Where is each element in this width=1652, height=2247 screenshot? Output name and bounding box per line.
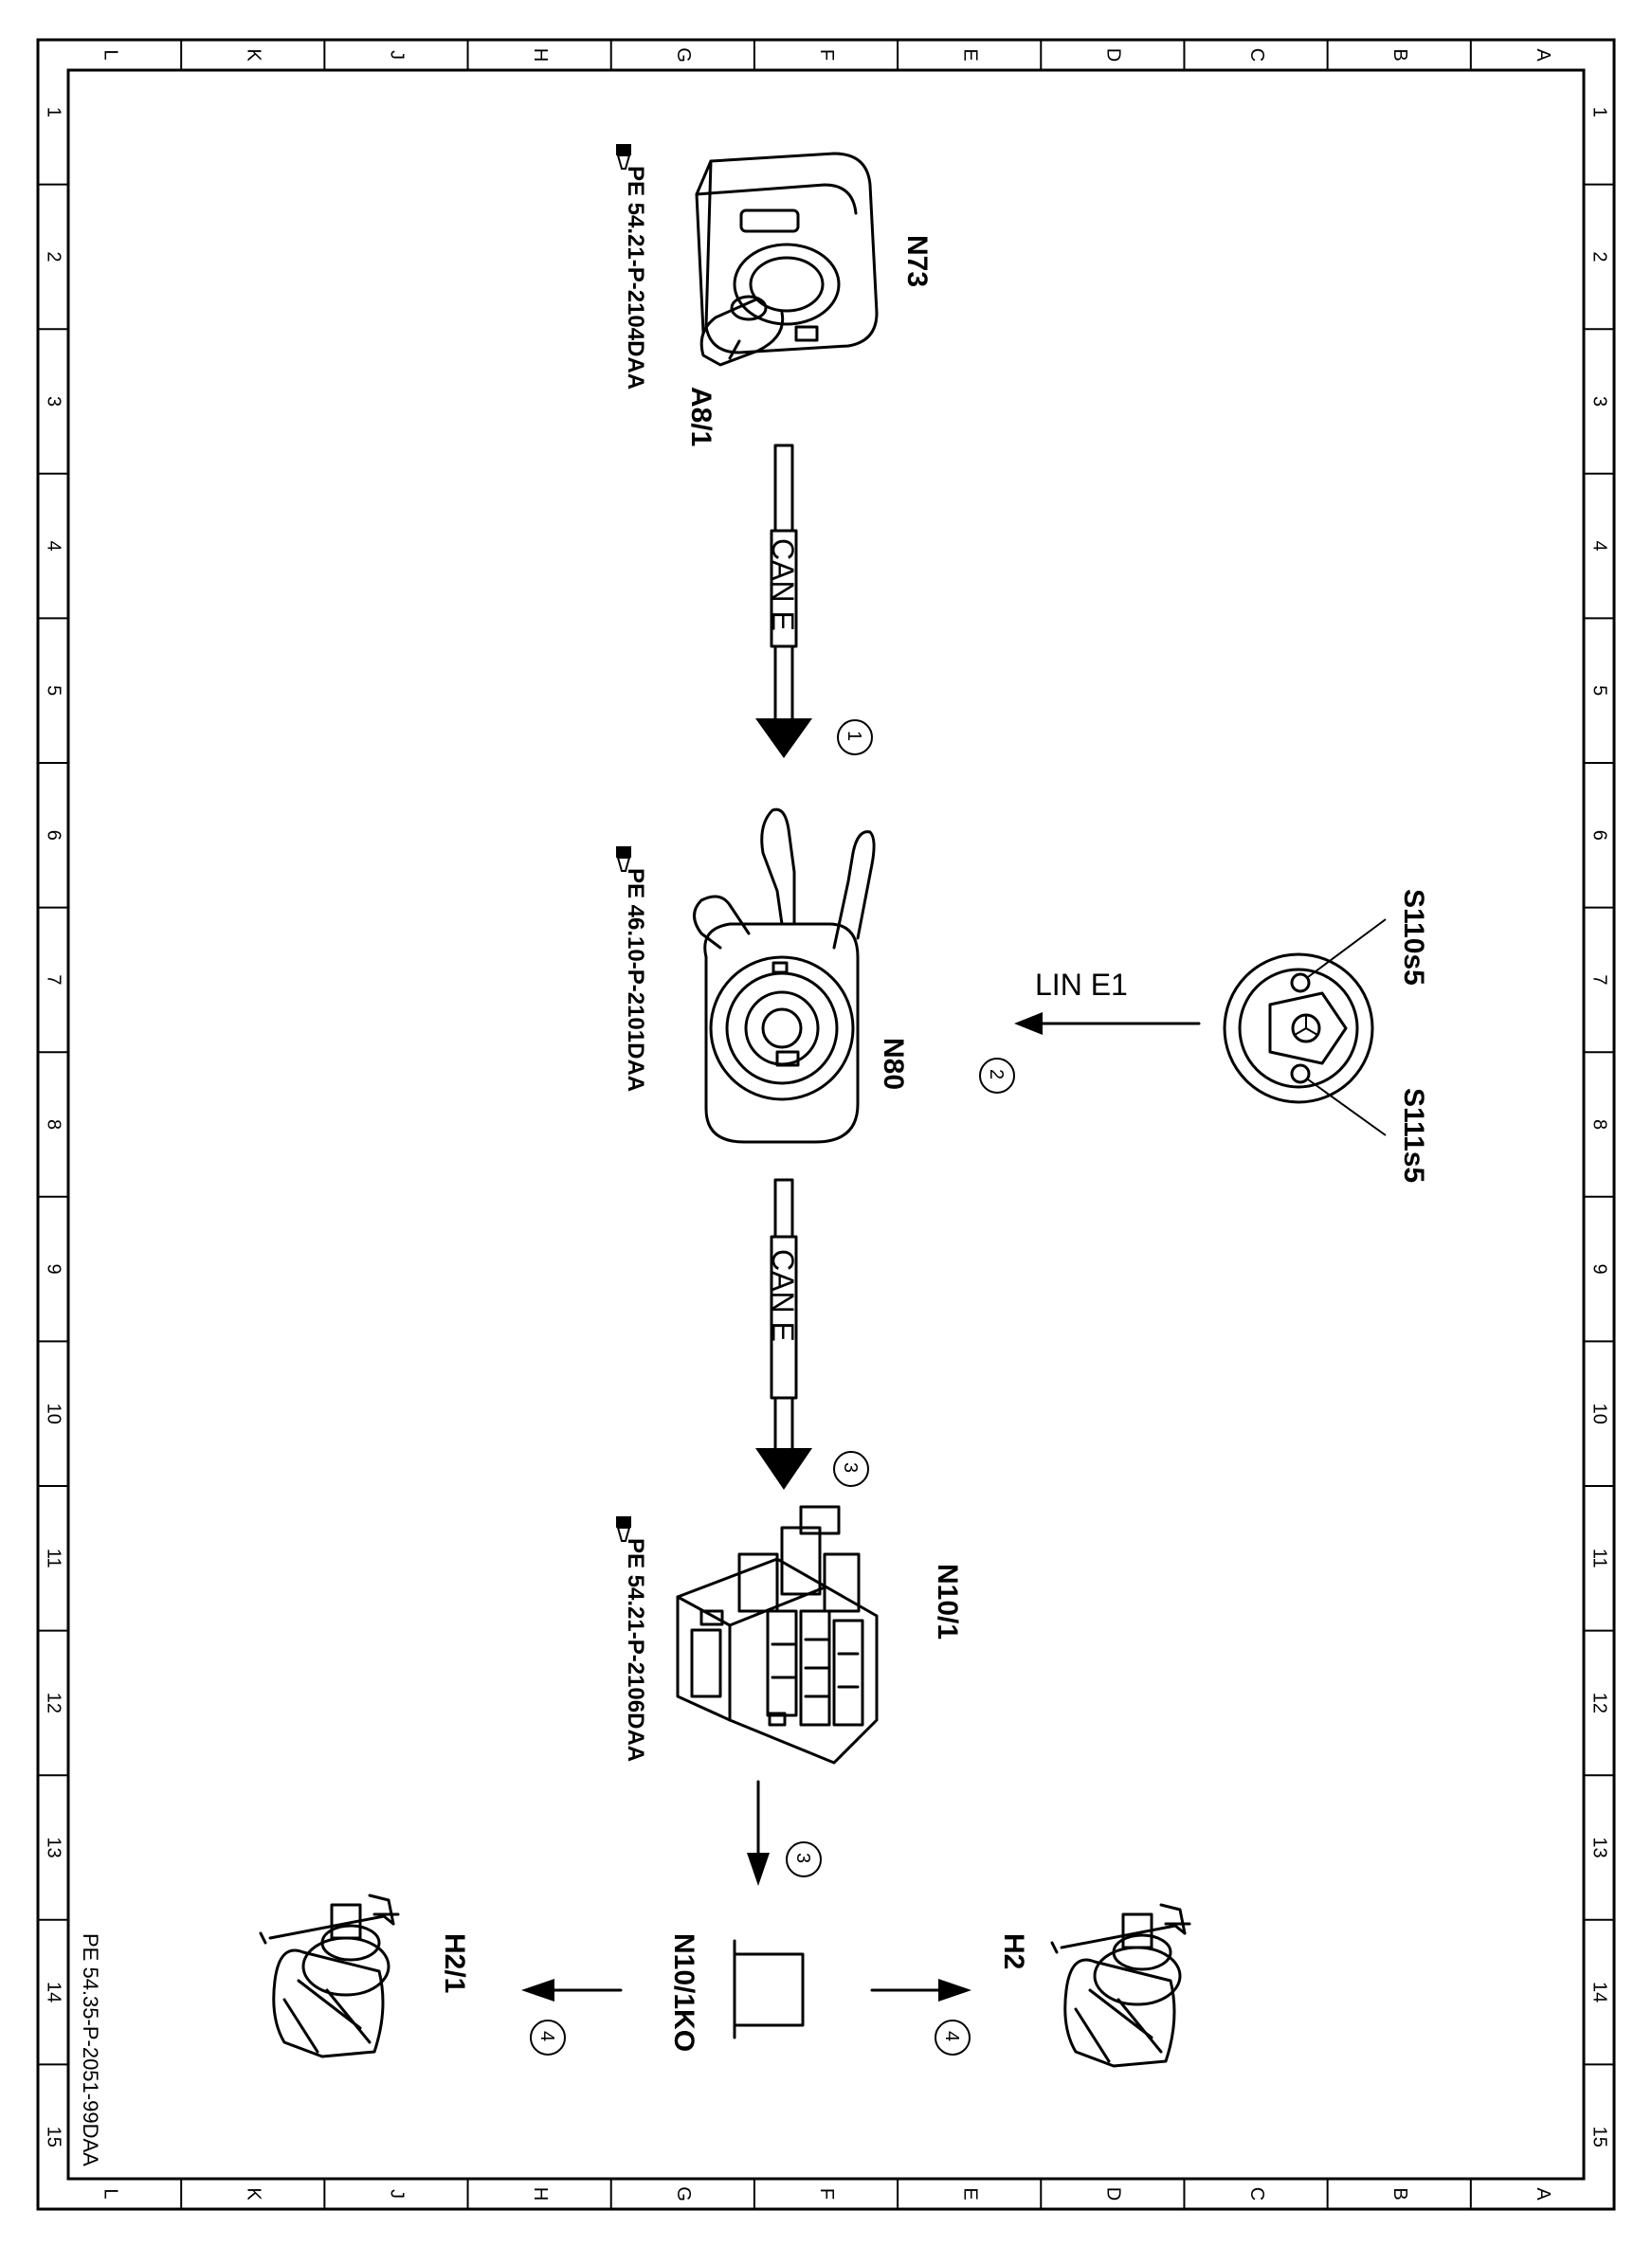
label-h2: H2 [998, 1933, 1029, 1969]
frame-column-label: C [1246, 48, 1267, 62]
frame-column-label: J [387, 50, 408, 60]
step-marker-4b: 4 [530, 2020, 566, 2056]
can-e-bus-arrow-1 [755, 444, 812, 758]
step-marker-1: 1 [837, 719, 873, 755]
reference-icon [616, 1516, 631, 1542]
reference-icon [616, 846, 631, 872]
label-n10-1ko: N10/1KO [668, 1933, 699, 2052]
reference-n10-1: PE 54.21-P-2106DAA [623, 1538, 648, 1762]
svg-text:3: 3 [792, 1853, 813, 1863]
frame-row-label: 3 [44, 396, 64, 407]
frame-row-label: 7 [1589, 974, 1610, 985]
label-s111s5: S111s5 [1398, 1088, 1429, 1183]
reference-n80: PE 46.10-P-2101DAA [623, 868, 648, 1092]
reference-n73: PE 54.21-P-2104DAA [623, 166, 648, 390]
reference-icon [616, 144, 631, 170]
svg-text:2: 2 [986, 1069, 1007, 1079]
steering-column-module-icon [693, 807, 876, 1144]
frame-column-label: K [243, 48, 263, 62]
frame-row-label: 9 [1589, 1264, 1610, 1275]
svg-text:1: 1 [844, 731, 864, 741]
bus-label-can-e-2: CAN E [766, 1249, 800, 1342]
frame-column-label: A [1533, 2187, 1553, 2201]
frame-column-label: D [1103, 2187, 1124, 2201]
label-h2-1: H2/1 [439, 1933, 470, 1993]
frame-column-label: G [673, 47, 694, 63]
frame-row-label: 15 [44, 2127, 64, 2147]
frame-column-label: B [1389, 48, 1410, 61]
frame-row-label: 14 [1589, 1982, 1610, 2002]
frame-row-label: 7 [44, 974, 64, 985]
frame-column-label: E [959, 48, 980, 61]
frame-row-label: 1 [1589, 107, 1610, 118]
frame-column-label: D [1103, 48, 1124, 62]
frame-column-label: E [959, 2187, 980, 2200]
frame-row-label: 3 [1589, 396, 1610, 407]
frame-row-label: 13 [1589, 1837, 1610, 1857]
step-marker-3b: 3 [786, 1841, 822, 1877]
frame-row-label: 12 [44, 1693, 64, 1713]
horn-relay-icon [733, 1939, 805, 2039]
bus-label-can-e-1: CAN E [766, 538, 800, 631]
step-marker-4a: 4 [935, 2020, 971, 2056]
document-code: PE 54.35-P-2051-99DAA [79, 1933, 102, 2166]
frame-row-label: 10 [44, 1404, 64, 1424]
frame-column-label: F [816, 49, 837, 61]
frame-row-label: 2 [1589, 251, 1610, 262]
frame-row-label: 8 [44, 1119, 64, 1130]
frame-row-label: 9 [44, 1264, 64, 1275]
frame-column-label: H [530, 48, 551, 62]
label-n80: N80 [878, 1038, 909, 1090]
frame-row-label: 5 [1589, 685, 1610, 696]
frame-column-label: J [387, 2189, 408, 2199]
svg-text:4: 4 [536, 2031, 557, 2041]
frame-row-label: 6 [44, 830, 64, 841]
frame-column-label: H [530, 2187, 551, 2201]
frame-column-label: L [100, 49, 120, 60]
frame-row-label: 4 [44, 541, 64, 552]
frame-column-label: A [1533, 48, 1553, 62]
svg-text:4: 4 [941, 2031, 962, 2041]
label-n73: N73 [901, 235, 933, 287]
frame-column-label: B [1389, 2187, 1410, 2200]
frame-row-label: 8 [1589, 1119, 1610, 1130]
horn-h2-1-icon [259, 1894, 400, 2058]
frame-row-label: 1 [44, 107, 64, 118]
frame-row-label: 14 [44, 1982, 64, 2002]
steering-wheel-icon [1223, 918, 1387, 1136]
ignition-switch-icon [695, 152, 879, 367]
frame-row-label: 13 [44, 1837, 64, 1857]
frame-row-label: 11 [44, 1549, 64, 1568]
frame-row-label: 15 [1589, 2127, 1610, 2147]
frame-column-label: C [1246, 2187, 1267, 2201]
label-s110s5: S110s5 [1398, 889, 1429, 986]
horn-h2-icon [1050, 1903, 1191, 2068]
frame-column-label: F [816, 2188, 837, 2200]
step-marker-2: 2 [979, 1058, 1015, 1094]
frame-row-label: 10 [1589, 1404, 1610, 1424]
frame-row-label: 11 [1589, 1549, 1610, 1568]
frame-row-label: 5 [44, 685, 64, 696]
label-n10-1: N10/1 [932, 1564, 963, 1640]
frame-column-label: G [673, 2186, 694, 2202]
label-a8-1: A8/1 [685, 387, 717, 446]
frame-column-label: K [243, 2187, 263, 2201]
arrow-to-h2-1 [521, 1979, 623, 2002]
frame-row-label: 4 [1589, 541, 1610, 552]
frame-column-label: L [100, 2188, 120, 2199]
bus-label-lin-e1: LIN E1 [1035, 968, 1128, 1002]
lin-e1-bus-arrow [1014, 1012, 1201, 1035]
frame-row-label: 12 [1589, 1693, 1610, 1713]
sam-module-icon [676, 1505, 879, 1765]
frame-row-label: 6 [1589, 830, 1610, 841]
frame-row-label: 2 [44, 251, 64, 262]
svg-text:3: 3 [840, 1462, 861, 1473]
can-e-bus-arrow-2 [755, 1178, 812, 1490]
arrow-to-h2 [870, 1979, 971, 2002]
step-marker-3a: 3 [833, 1451, 869, 1487]
arrow-to-relay [747, 1780, 770, 1886]
